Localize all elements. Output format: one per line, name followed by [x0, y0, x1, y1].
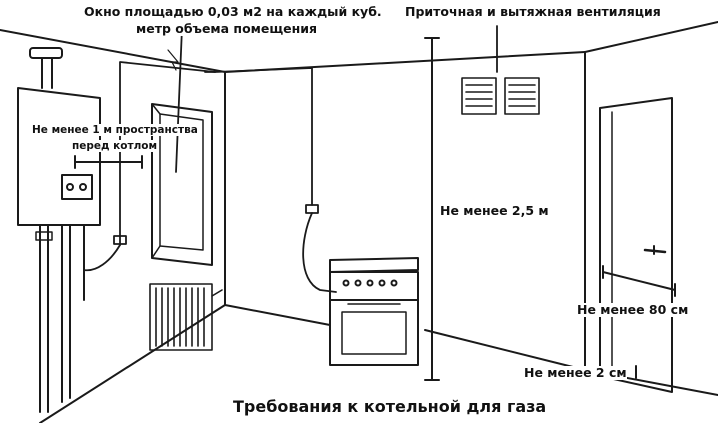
window — [151, 103, 213, 266]
ventilation-label: Приточная и вытяжная вентиляция — [405, 4, 661, 20]
boiler-space-label-line1: Не менее 1 м пространства — [32, 124, 198, 137]
cursor-icon — [167, 49, 179, 71]
radiator — [149, 283, 223, 351]
ventilation-grilles — [461, 77, 540, 115]
door-width-label: Не менее 80 см — [577, 302, 689, 318]
door — [599, 97, 673, 393]
window-area-label-line2: метр объема помещения — [136, 21, 318, 37]
door-gap-label: Не менее 2 см — [524, 365, 627, 381]
ceiling-height-label: Не менее 2,5 м — [440, 203, 549, 219]
boiler-space-label-line2: перед котлом — [72, 140, 158, 153]
gas-stove — [329, 257, 419, 366]
window-area-label-line1: Окно площадью 0,03 м2 на каждый куб. — [84, 4, 382, 20]
leader-lines — [175, 25, 498, 173]
dimension-lines — [74, 37, 676, 381]
caption: Требования к котельной для газа — [233, 397, 547, 417]
gas-boiler — [17, 47, 101, 413]
room-walls — [0, 21, 718, 423]
gas-pipe — [83, 61, 337, 293]
